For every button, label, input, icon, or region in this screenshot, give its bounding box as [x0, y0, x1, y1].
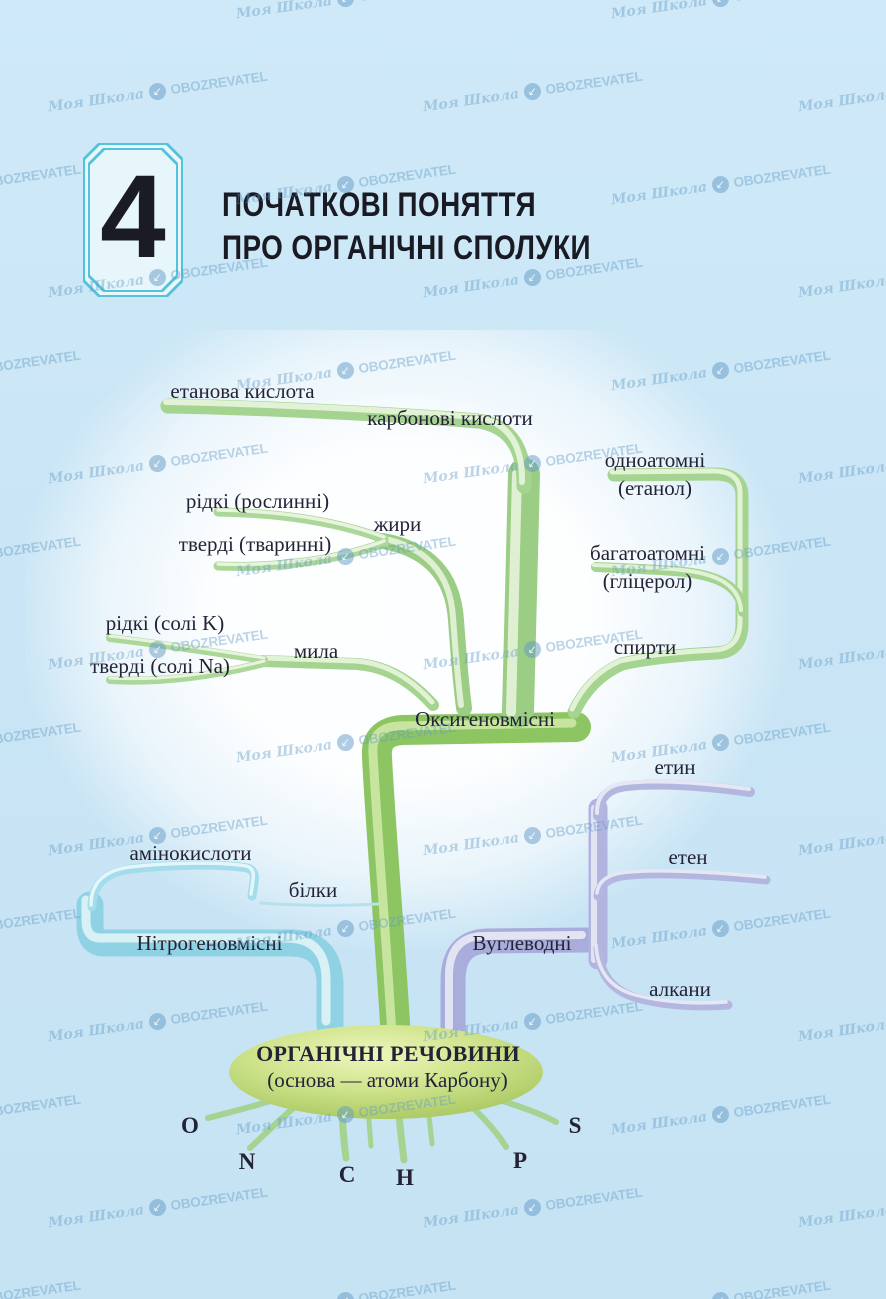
label-glycerol: (гліцерол) — [602, 569, 693, 593]
chapter-title-line2: ПРО ОРГАНІЧНІ СПОЛУКИ — [222, 229, 591, 267]
chapter-number-box: 4 — [83, 143, 183, 297]
oxygen-branch-pipes — [106, 398, 749, 1071]
label-amino-acids: амінокислоти — [129, 841, 252, 865]
chapter-title-line1: ПОЧАТКОВІ ПОНЯТТЯ — [222, 186, 537, 224]
label-monohydric: одноатомні — [604, 448, 706, 472]
label-carboxylic-acids: карбонові кислоти — [367, 406, 533, 430]
label-fats-liquid: рідкі (рослинні) — [185, 489, 330, 513]
label-ethene: етен — [668, 845, 708, 869]
chapter-number: 4 — [100, 151, 166, 283]
root-letter-O: O — [181, 1113, 199, 1138]
label-fats-solid: тверді (тваринні) — [178, 532, 332, 556]
hydrocarbons-branch-pipes — [440, 779, 771, 1045]
label-alkanes: алкани — [649, 977, 711, 1001]
label-ethanoic-acid: етанова кислота — [170, 379, 315, 403]
label-ethanol: (етанол) — [617, 476, 692, 500]
label-organic-substances: ОРГАНІЧНІ РЕЧОВИНИ — [256, 1041, 520, 1066]
root-letter-C: C — [338, 1162, 356, 1187]
root-letter-N: N — [238, 1149, 256, 1174]
label-polyhydric: багатоатомні — [590, 541, 705, 565]
label-fats: жири — [373, 512, 422, 536]
label-proteins: білки — [288, 878, 338, 902]
label-nitrogen-containing: Нітрогеновмісні — [136, 931, 283, 955]
nitrogen-branch-pipes — [76, 860, 380, 1040]
label-soaps-liquid: рідкі (солі K) — [105, 611, 225, 635]
label-oxygen-containing: Оксигеновмісні — [415, 707, 555, 731]
label-alcohols: спирти — [613, 635, 677, 659]
root-letter-P: P — [512, 1148, 528, 1173]
root-letter-S: S — [568, 1113, 582, 1138]
label-soaps: мила — [293, 639, 339, 663]
organic-substances-ellipse — [229, 1025, 543, 1119]
label-ethyne: етин — [654, 755, 696, 779]
label-soaps-solid: тверді (солі Na) — [90, 654, 230, 678]
chapter-box-fill — [90, 150, 176, 290]
label-carbon-atoms-basis: (основа — атоми Карбону) — [267, 1068, 508, 1092]
label-hydrocarbons: Вуглеводні — [472, 931, 572, 955]
root-letter-H: H — [396, 1165, 414, 1190]
